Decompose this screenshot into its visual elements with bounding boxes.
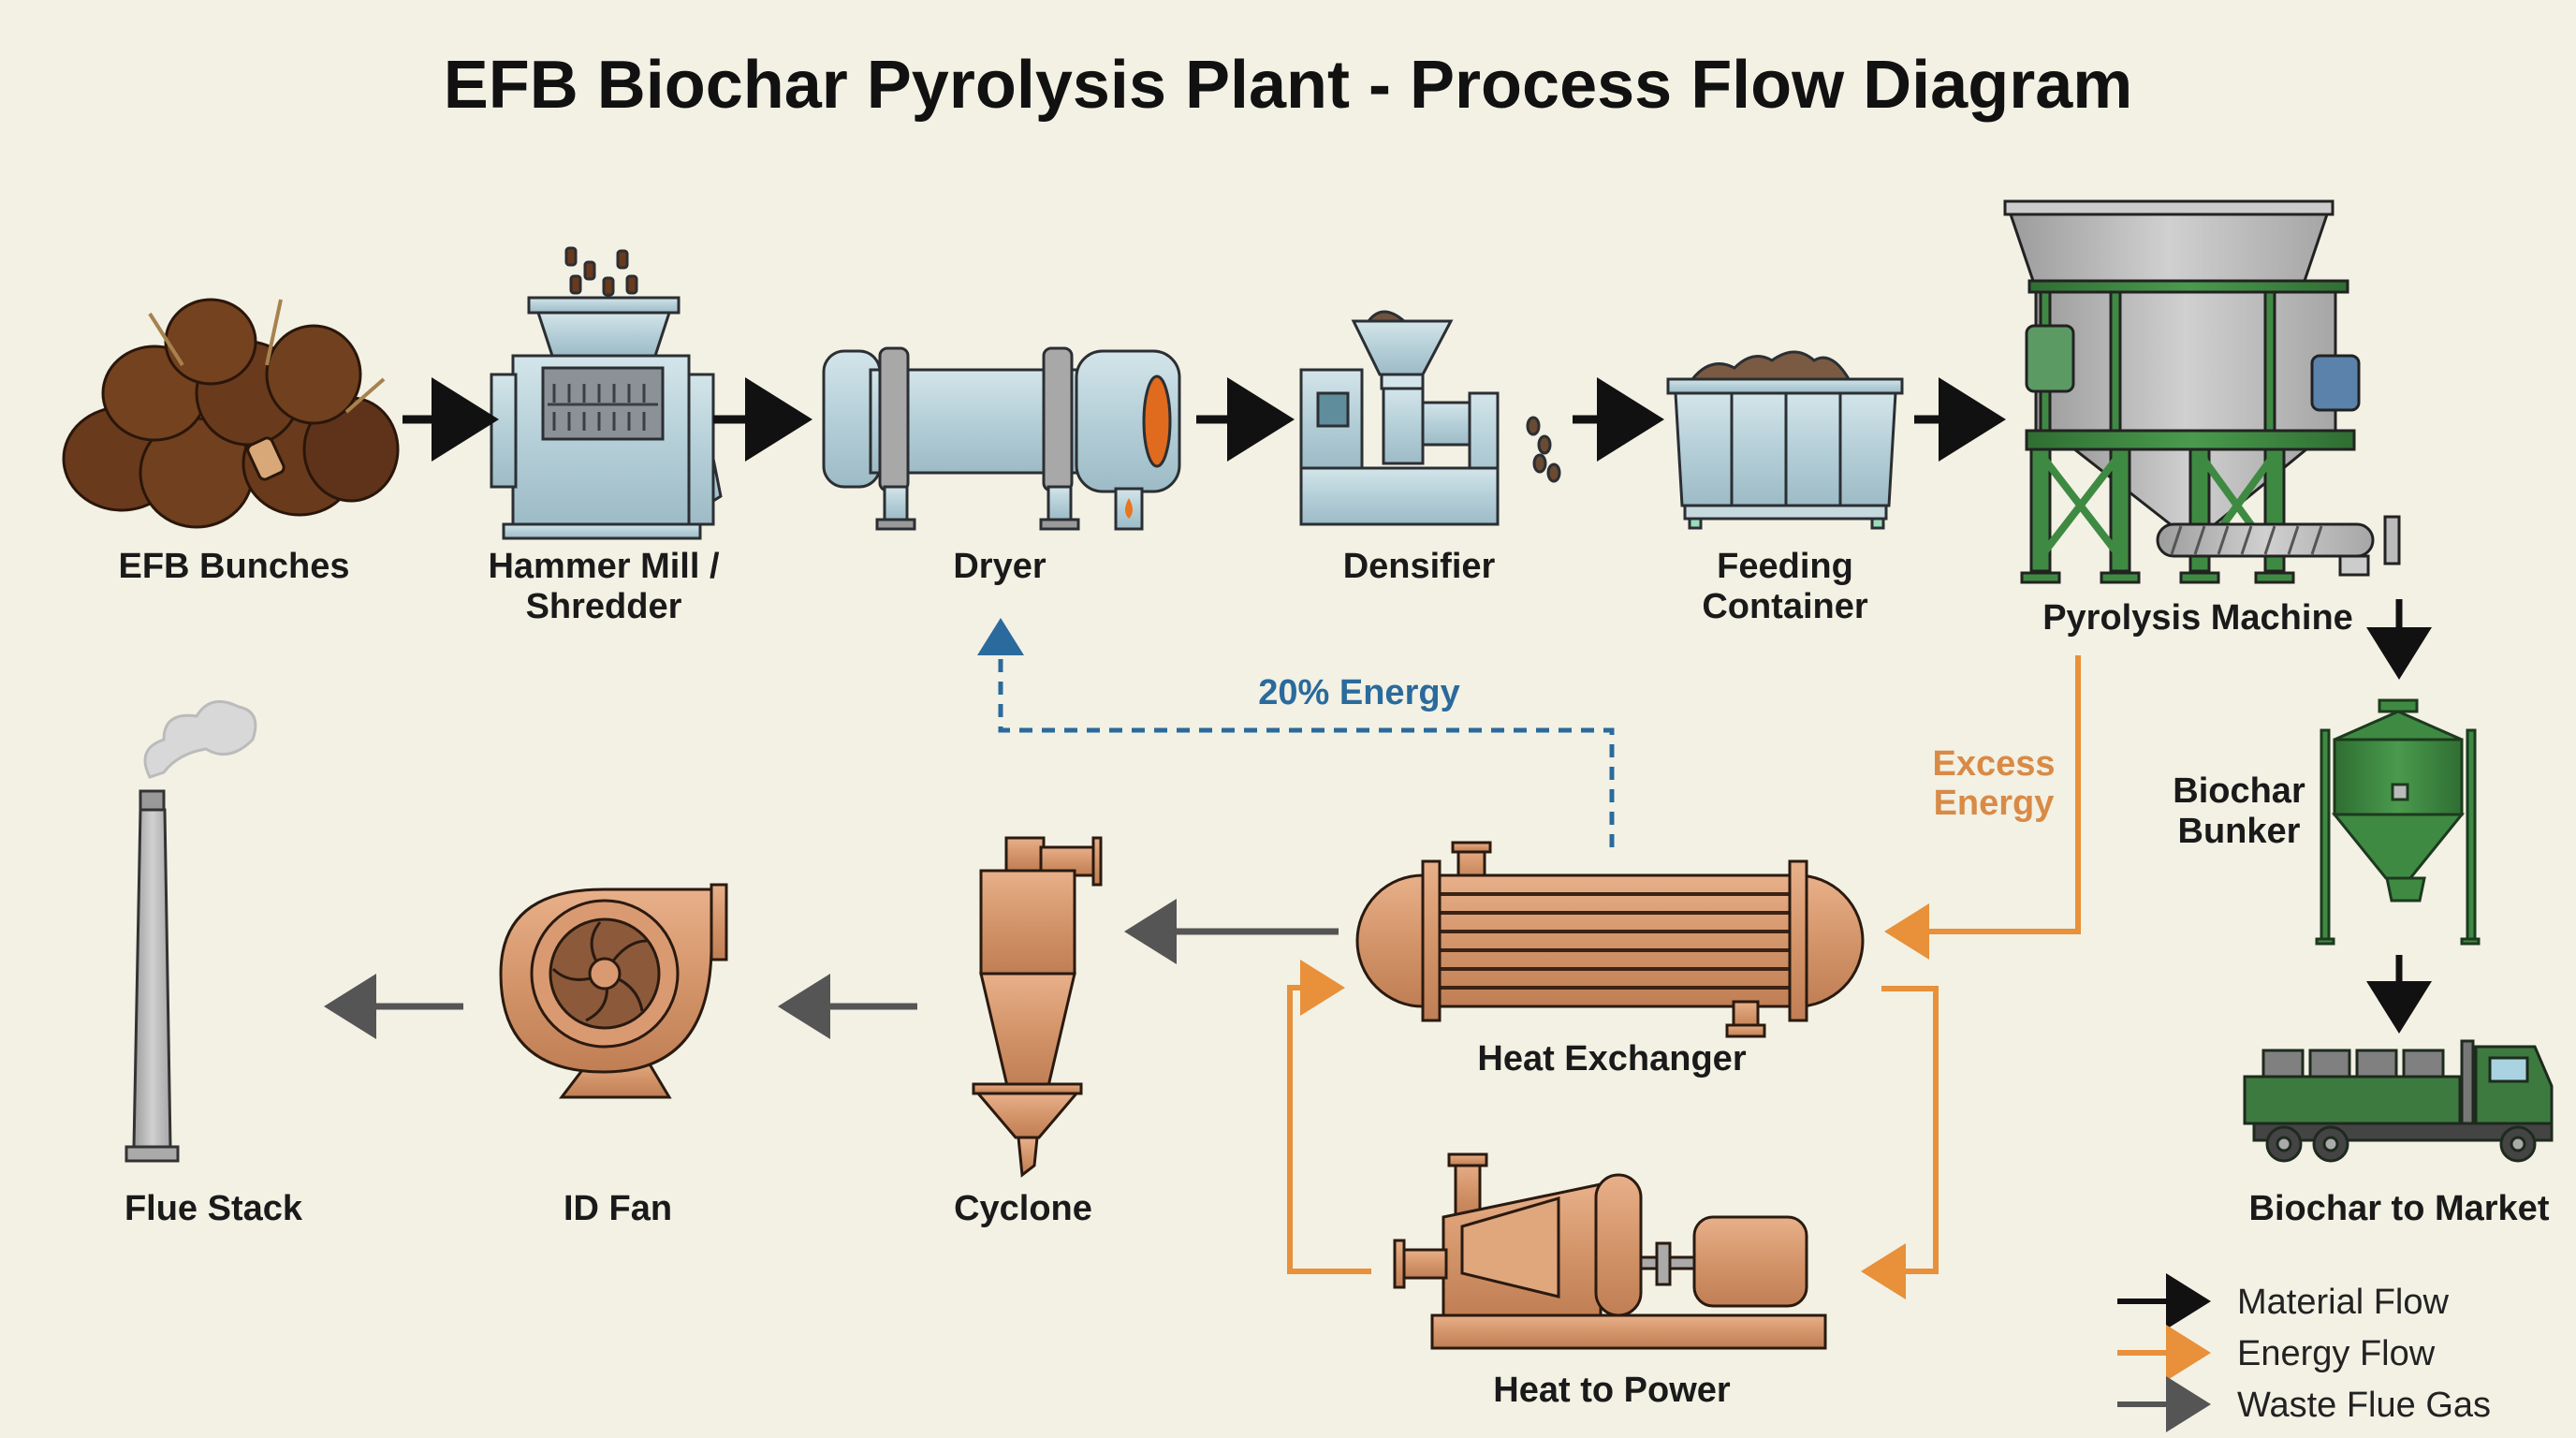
efb-bunches-node: EFB Bunches (62, 298, 400, 586)
edge-excess-energy (1884, 655, 2081, 960)
feeding-container-icon (1666, 350, 1904, 530)
diagram-title: EFB Biochar Pyrolysis Plant - Process Fl… (444, 48, 2133, 123)
node-label: Hammer Mill / (488, 547, 720, 586)
legend: Material Flow Energy Flow Waste Flue Gas (2117, 1273, 2491, 1432)
heat-exchanger-node: Heat Exchanger (1355, 841, 1865, 1078)
node-label: EFB Bunches (118, 547, 349, 586)
node-label: Feeding (1717, 547, 1853, 586)
hammer-mill-node: Hammer Mill / Shredder (488, 246, 723, 626)
node-label: Densifier (1343, 547, 1496, 586)
node-label: Heat Exchanger (1477, 1039, 1746, 1078)
biochar-bunker-node: Biochar Bunker (2173, 698, 2481, 946)
dryer-node: Dryer (822, 346, 1181, 586)
densifier-press-icon (1299, 310, 1561, 526)
feeding-container-node: Feeding Container (1666, 350, 1904, 626)
biochar-to-market-node: Biochar to Market (2243, 1039, 2554, 1228)
legend-label: Energy Flow (2237, 1334, 2436, 1373)
edge-heat-exchanger-to-power (1861, 986, 1939, 1299)
edge-recycle-energy-to-dryer (977, 618, 1615, 847)
node-label: Dryer (953, 547, 1046, 586)
node-label: Pyrolysis Machine (2042, 598, 2353, 638)
silo-icon (2315, 698, 2481, 946)
legend-label: Waste Flue Gas (2237, 1386, 2491, 1425)
hammer-mill-icon (490, 246, 723, 540)
rotary-dryer-icon (822, 346, 1181, 531)
legend-item-energy: Energy Flow (2117, 1325, 2436, 1381)
node-label: Flue Stack (124, 1189, 303, 1228)
node-label: ID Fan (564, 1189, 672, 1228)
node-label: Cyclone (954, 1189, 1092, 1228)
legend-item-waste: Waste Flue Gas (2117, 1376, 2491, 1432)
palm-fruit-bunches-icon (62, 298, 400, 529)
excess-energy-label-line1: Excess (1932, 744, 2055, 784)
node-label: Container (1702, 587, 1868, 626)
truck-icon (2243, 1039, 2554, 1163)
flue-stack-node: Flue Stack (124, 699, 303, 1228)
edge-power-to-heat-exchanger (1287, 960, 1371, 1274)
cyclone-node: Cyclone (954, 836, 1103, 1228)
node-label: Shredder (526, 587, 682, 626)
pyrolysis-reactor-icon (2003, 199, 2401, 584)
turbine-generator-icon (1393, 1152, 1827, 1350)
pyrolysis-machine-node: Pyrolysis Machine (2003, 199, 2401, 638)
centrifugal-fan-icon (499, 883, 728, 1099)
node-label: Biochar (2173, 771, 2305, 811)
densifier-node: Densifier (1299, 310, 1561, 586)
node-label: Biochar to Market (2249, 1189, 2550, 1228)
node-label: Bunker (2178, 812, 2301, 851)
cyclone-separator-icon (972, 836, 1103, 1178)
edges (324, 377, 2432, 1299)
chimney-stack-icon (124, 699, 257, 1163)
legend-item-material: Material Flow (2117, 1273, 2449, 1329)
heat-to-power-node: Heat to Power (1393, 1152, 1827, 1410)
recycle-energy-label: 20% Energy (1258, 673, 1459, 712)
heat-exchanger-icon (1355, 841, 1865, 1038)
excess-energy-label-line2: Energy (1934, 784, 2055, 823)
id-fan-node: ID Fan (499, 883, 728, 1228)
legend-label: Material Flow (2237, 1283, 2449, 1322)
node-label: Heat to Power (1493, 1371, 1731, 1410)
